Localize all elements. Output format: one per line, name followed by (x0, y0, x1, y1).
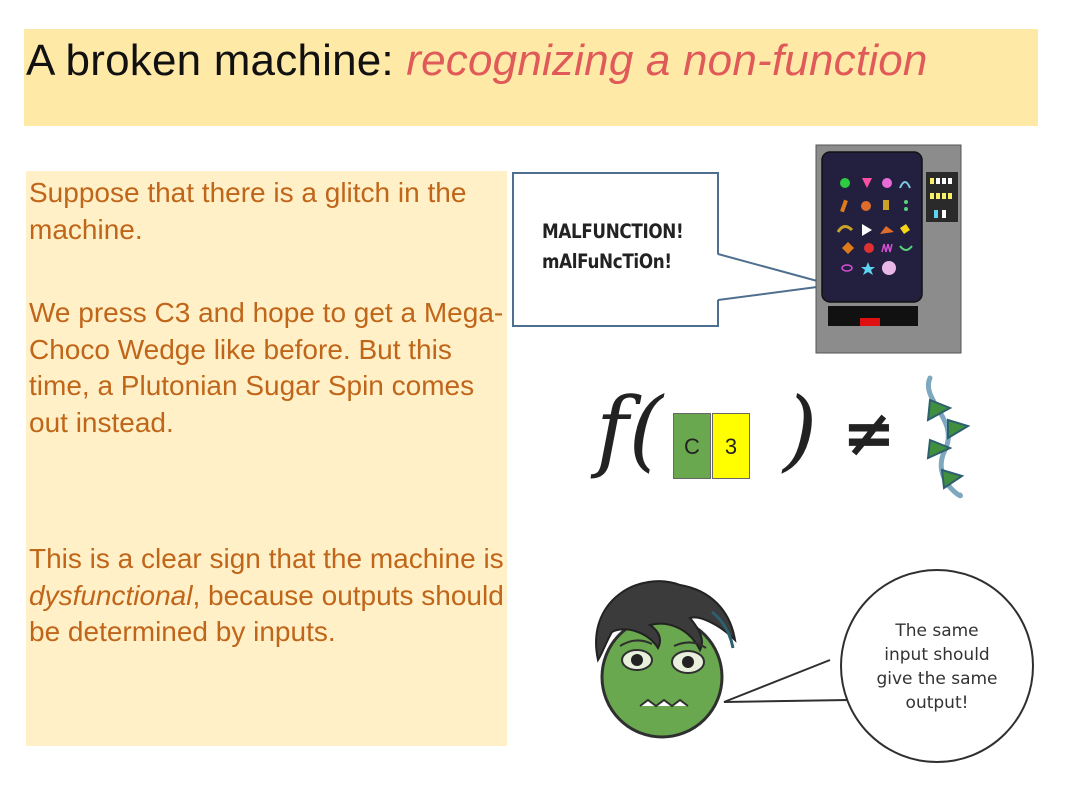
worried-character (595, 580, 737, 739)
callout-pointer (716, 253, 833, 301)
dysfunctional-emphasis: dysfunctional (29, 579, 193, 611)
slide-title: A broken machine: recognizing a non-func… (26, 37, 928, 85)
function-close: ) (783, 378, 818, 481)
paragraph-dysfunctional: This is a clear sign that the machine is… (29, 541, 505, 651)
title-bar: A broken machine: recognizing a non-func… (24, 29, 1038, 126)
key-c-button: C (673, 413, 711, 479)
malfunction-line-2: mAlFuNcTiOn! (542, 250, 672, 273)
paragraph-press-c3: We press C3 and hope to get a Mega-Choco… (29, 297, 504, 438)
speech-line-1: The same (895, 621, 979, 641)
malfunction-line-1: MALFUNCTION! (542, 220, 684, 243)
sugar-spin-candy-icon (925, 375, 971, 499)
title-main: A broken machine: (26, 36, 407, 85)
speech-bubble (723, 569, 1034, 763)
function-open: f( (596, 378, 663, 481)
vending-machine-icon (815, 144, 962, 354)
text-panel: Suppose that there is a glitch in the ma… (26, 171, 507, 746)
speech-line-4: output! (905, 693, 969, 713)
key-3-button: 3 (712, 413, 750, 479)
not-equal-sign: ≠ (842, 397, 896, 471)
paragraph-dysfunctional-before: This is a clear sign that the machine is (29, 543, 504, 574)
paragraph-glitch: Suppose that there is a glitch in the ma… (29, 177, 467, 245)
paragraph-dysfunctional-after: , because outputs should be determined b… (29, 579, 504, 648)
speech-line-3: give the same (876, 669, 998, 689)
malfunction-callout: MALFUNCTION! mAlFuNcTiOn! (512, 172, 719, 327)
title-subtitle: recognizing a non-function (406, 36, 928, 85)
speech-line-2: input should (884, 645, 990, 665)
